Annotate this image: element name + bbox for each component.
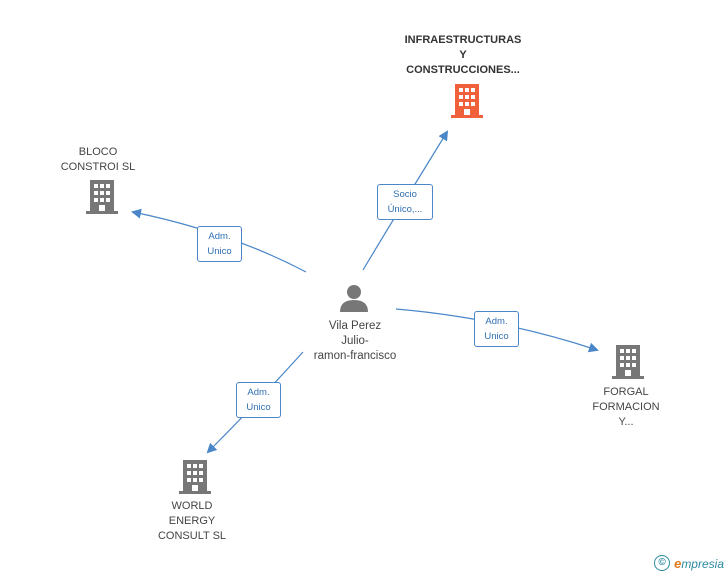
label-line: ramon-francisco <box>313 350 397 362</box>
company-world-label[interactable]: WORLD ENERGY CONSULT SL <box>142 499 242 544</box>
label-line: Unico <box>246 402 271 413</box>
company-bloco-label[interactable]: BLOCO CONSTROI SL <box>48 145 148 175</box>
label-line: Julio- <box>341 335 369 347</box>
label-line: CONSTRUCCIONES... <box>406 64 520 76</box>
building-icon[interactable] <box>179 460 211 494</box>
label-line: CONSULT SL <box>157 530 227 542</box>
building-icon[interactable] <box>451 84 483 118</box>
relation-label-socio[interactable]: Socio Único,... <box>377 184 433 220</box>
brand-name: empresia <box>674 556 724 571</box>
brand-rest: mpresia <box>681 556 724 571</box>
person-label[interactable]: Vila Perez Julio- ramon-francisco <box>300 319 410 364</box>
label-line: INFRAESTRUCTURAS <box>404 34 522 46</box>
label-line: BLOCO <box>78 146 118 158</box>
building-icon[interactable] <box>612 345 644 379</box>
copyright-icon: © <box>654 555 671 571</box>
label-line: Socio <box>393 189 417 200</box>
label-line: WORLD <box>171 500 213 512</box>
label-line: FORGAL <box>603 386 649 398</box>
empresia-watermark: © empresia <box>654 555 724 571</box>
label-line: Adm. <box>247 387 270 398</box>
relation-label-adm-world[interactable]: Adm. Unico <box>236 382 281 418</box>
label-line: Unico <box>207 246 232 257</box>
relation-label-adm-bloco[interactable]: Adm. Unico <box>197 226 242 262</box>
building-icon[interactable] <box>86 180 118 214</box>
label-line: Único,... <box>387 204 423 215</box>
brand-initial: e <box>674 555 682 571</box>
person-icon[interactable] <box>339 284 369 312</box>
label-line: ENERGY <box>168 515 216 527</box>
label-line: Vila Perez <box>328 320 382 332</box>
label-line: Y... <box>618 416 634 428</box>
label-line: FORMACION <box>592 401 660 413</box>
label-line: Adm. <box>208 231 231 242</box>
label-line: Y <box>459 49 467 61</box>
company-infraestructuras-label[interactable]: INFRAESTRUCTURAS Y CONSTRUCCIONES... <box>393 33 533 78</box>
label-line: Adm. <box>485 316 508 327</box>
label-line: CONSTROI SL <box>60 161 136 173</box>
company-forgal-label[interactable]: FORGAL FORMACION Y... <box>576 385 676 430</box>
relation-label-adm-forgal[interactable]: Adm. Unico <box>474 311 519 347</box>
label-line: Unico <box>484 331 509 342</box>
